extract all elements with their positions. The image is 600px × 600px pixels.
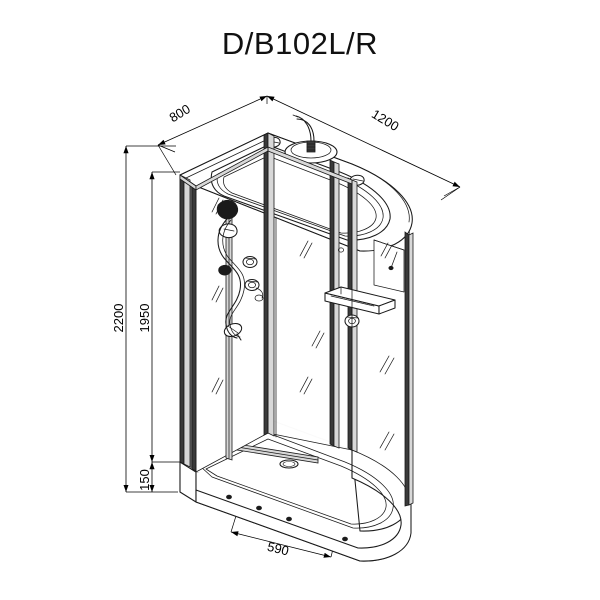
page-title: D/B102L/R	[221, 26, 379, 61]
dim-label-width: 1200	[369, 106, 402, 134]
dim-label-cabin-height: 1950	[137, 304, 152, 333]
drain-icon	[279, 459, 299, 469]
dim-label-door-opening: 590	[266, 539, 291, 559]
dim-label-tray-height: 150	[137, 469, 152, 491]
dim-top-iso	[157, 95, 461, 201]
shower-cabin-body	[179, 114, 414, 562]
shower-bracket	[216, 199, 239, 220]
shower-column	[216, 199, 264, 461]
mirror-panel	[373, 239, 405, 293]
dim-label-total-height: 2200	[111, 304, 126, 333]
dim-label-depth: 800	[167, 101, 193, 125]
mixer-knob-lower	[244, 278, 260, 292]
mixer-knob-upper	[242, 255, 258, 269]
rain-shower-head	[284, 114, 338, 164]
